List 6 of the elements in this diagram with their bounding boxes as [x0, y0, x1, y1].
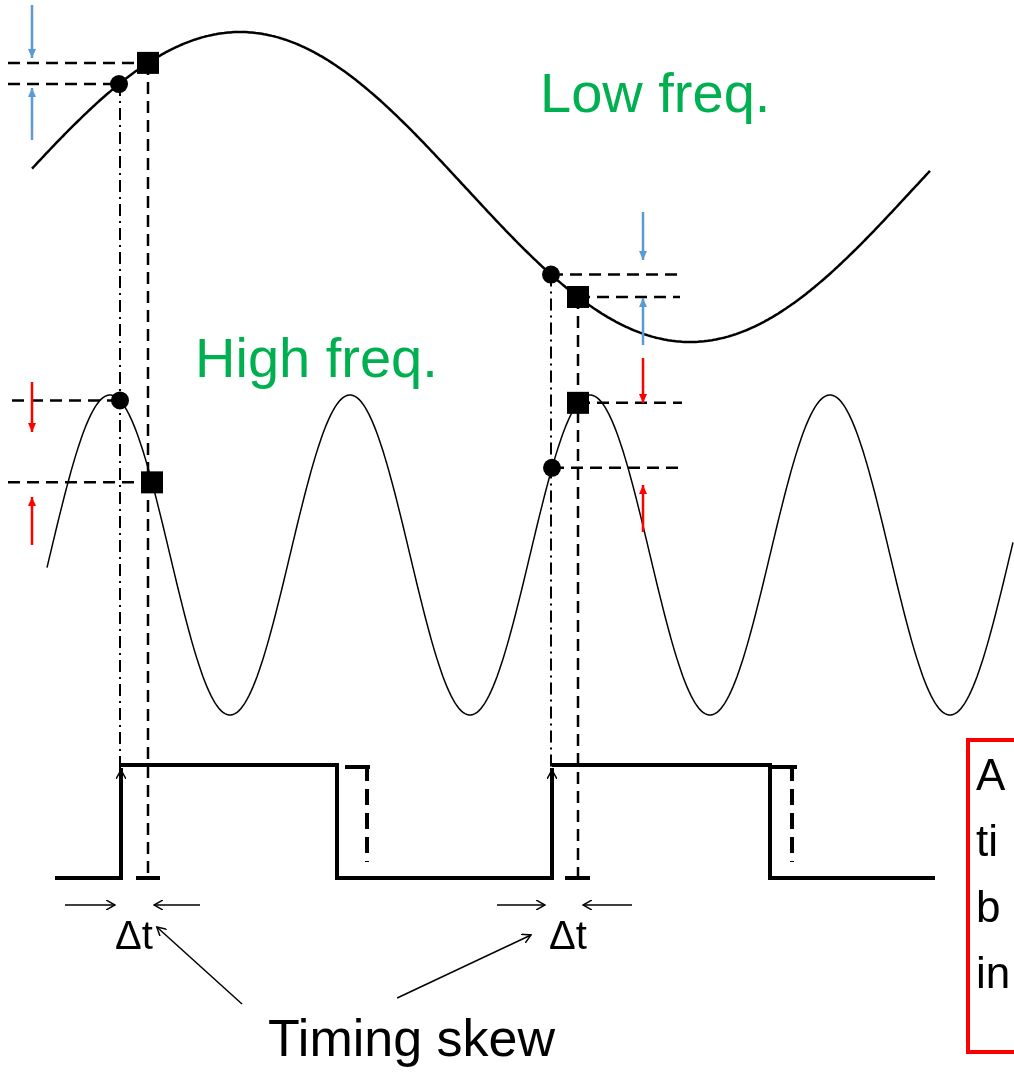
- note-box: [966, 738, 1014, 1054]
- delta-t-label: Δt: [115, 915, 153, 955]
- leader-line: [156, 926, 243, 1005]
- note-text: A ti b in: [976, 750, 1011, 997]
- delta-t-label: Δt: [549, 915, 587, 955]
- leader-line: [396, 933, 532, 999]
